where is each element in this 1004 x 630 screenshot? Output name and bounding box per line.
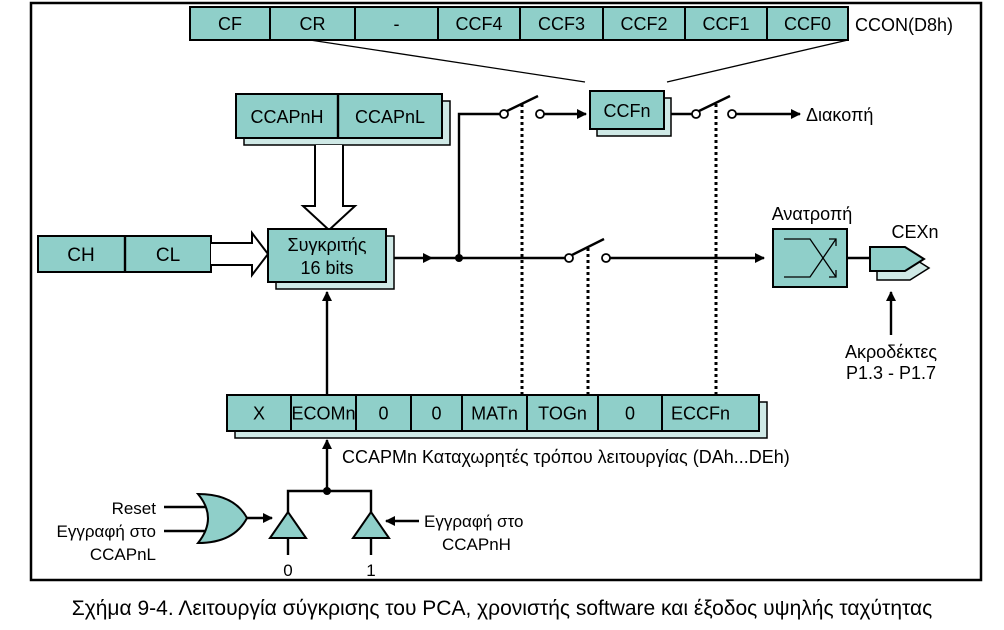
- cexn-pin: [869, 246, 931, 281]
- write-ccapnh-line1: Εγγραφή στο: [424, 512, 523, 531]
- comparator-line1: Συγκριτής: [287, 235, 366, 255]
- write-ccapnl-line2: CCAPnL: [90, 545, 156, 564]
- ccon-bit-0: CF: [218, 14, 242, 34]
- counter-register: CH CL: [37, 235, 212, 273]
- ccapm-bit-0: X: [253, 403, 265, 423]
- toggle-block: [772, 228, 848, 288]
- buffer-output-bus: [286, 489, 373, 512]
- ccon-bit-1: CR: [300, 14, 326, 34]
- ccon-bit-2: -: [394, 14, 400, 34]
- ccapn-to-comparator-arrow: [300, 145, 358, 232]
- ccapm-bit-2: 0: [378, 403, 388, 423]
- buffer-one-value: 1: [366, 561, 375, 580]
- ccapnh-label: CCAPnH: [250, 107, 323, 127]
- ccapm-bit-6: 0: [625, 403, 635, 423]
- interrupt-switch: [691, 94, 737, 395]
- buffer-one: [351, 510, 391, 555]
- ccon-bit-5: CCF2: [620, 14, 667, 34]
- write-ccapnh-line2: CCAPnH: [442, 535, 511, 554]
- cl-label: CL: [156, 245, 180, 266]
- match-switch: [499, 94, 545, 395]
- ccon-register: CF CR - CCF4 CCF3 CCF2 CCF1 CCF0 CCON(D8h): [189, 6, 953, 41]
- branch-to-match-switch: [457, 112, 500, 258]
- ccon-funnel-right: [666, 39, 849, 83]
- ccapm-bit-4: MATn: [471, 403, 518, 423]
- pins-line1: Ακροδέκτες: [845, 342, 937, 362]
- ccapm-bit-5: TOGn: [538, 403, 587, 423]
- or-gate: [195, 492, 249, 545]
- ccapm-bit-1: ECOMn: [291, 403, 355, 423]
- ccapm-register-label: CCAPMn Καταχωρητές τρόπου λειτουργίας (D…: [342, 447, 790, 467]
- ccapm-register: X ECOMn 0 0 MATn TOGn 0 ECCFn: [226, 394, 768, 439]
- ccon-register-label: CCON(D8h): [855, 15, 953, 35]
- interrupt-label: Διακοπή: [806, 105, 873, 125]
- figure-caption: Σχήμα 9-4. Λειτουργία σύγκρισης του PCA,…: [71, 597, 933, 620]
- comparator-block: Συγκριτής 16 bits: [267, 228, 395, 290]
- buffer-zero-value: 0: [283, 561, 292, 580]
- ccon-bit-4: CCF3: [538, 14, 585, 34]
- ch-label: CH: [67, 245, 94, 266]
- ccon-bit-7: CCF0: [784, 14, 831, 34]
- ccapm-bit-3: 0: [431, 403, 441, 423]
- ccfn-flag: CCFn: [589, 90, 672, 137]
- pins-line2: P1.3 - P1.7: [846, 363, 936, 383]
- ccon-funnel-left: [309, 39, 586, 83]
- ccon-bit-3: CCF4: [455, 14, 502, 34]
- ccapn-registers: CCAPnH CCAPnL: [235, 93, 451, 146]
- write-ccapnl-line1: Εγγραφή στο: [57, 522, 156, 541]
- comparator-line2: 16 bits: [300, 258, 353, 278]
- reset-label: Reset: [112, 499, 157, 518]
- ccapnl-label: CCAPnL: [355, 107, 425, 127]
- cexn-label: CEXn: [891, 222, 938, 242]
- diagram-frame: [29, 1, 983, 582]
- buffer-zero: [268, 510, 308, 555]
- toggle-label: Ανατροπή: [772, 204, 853, 224]
- ccon-bit-6: CCF1: [702, 14, 749, 34]
- counter-to-comparator-arrow: [211, 230, 270, 278]
- ccapm-bit-7: ECCFn: [671, 403, 730, 423]
- ccfn-label: CCFn: [603, 101, 650, 121]
- toggle-switch: [564, 237, 611, 395]
